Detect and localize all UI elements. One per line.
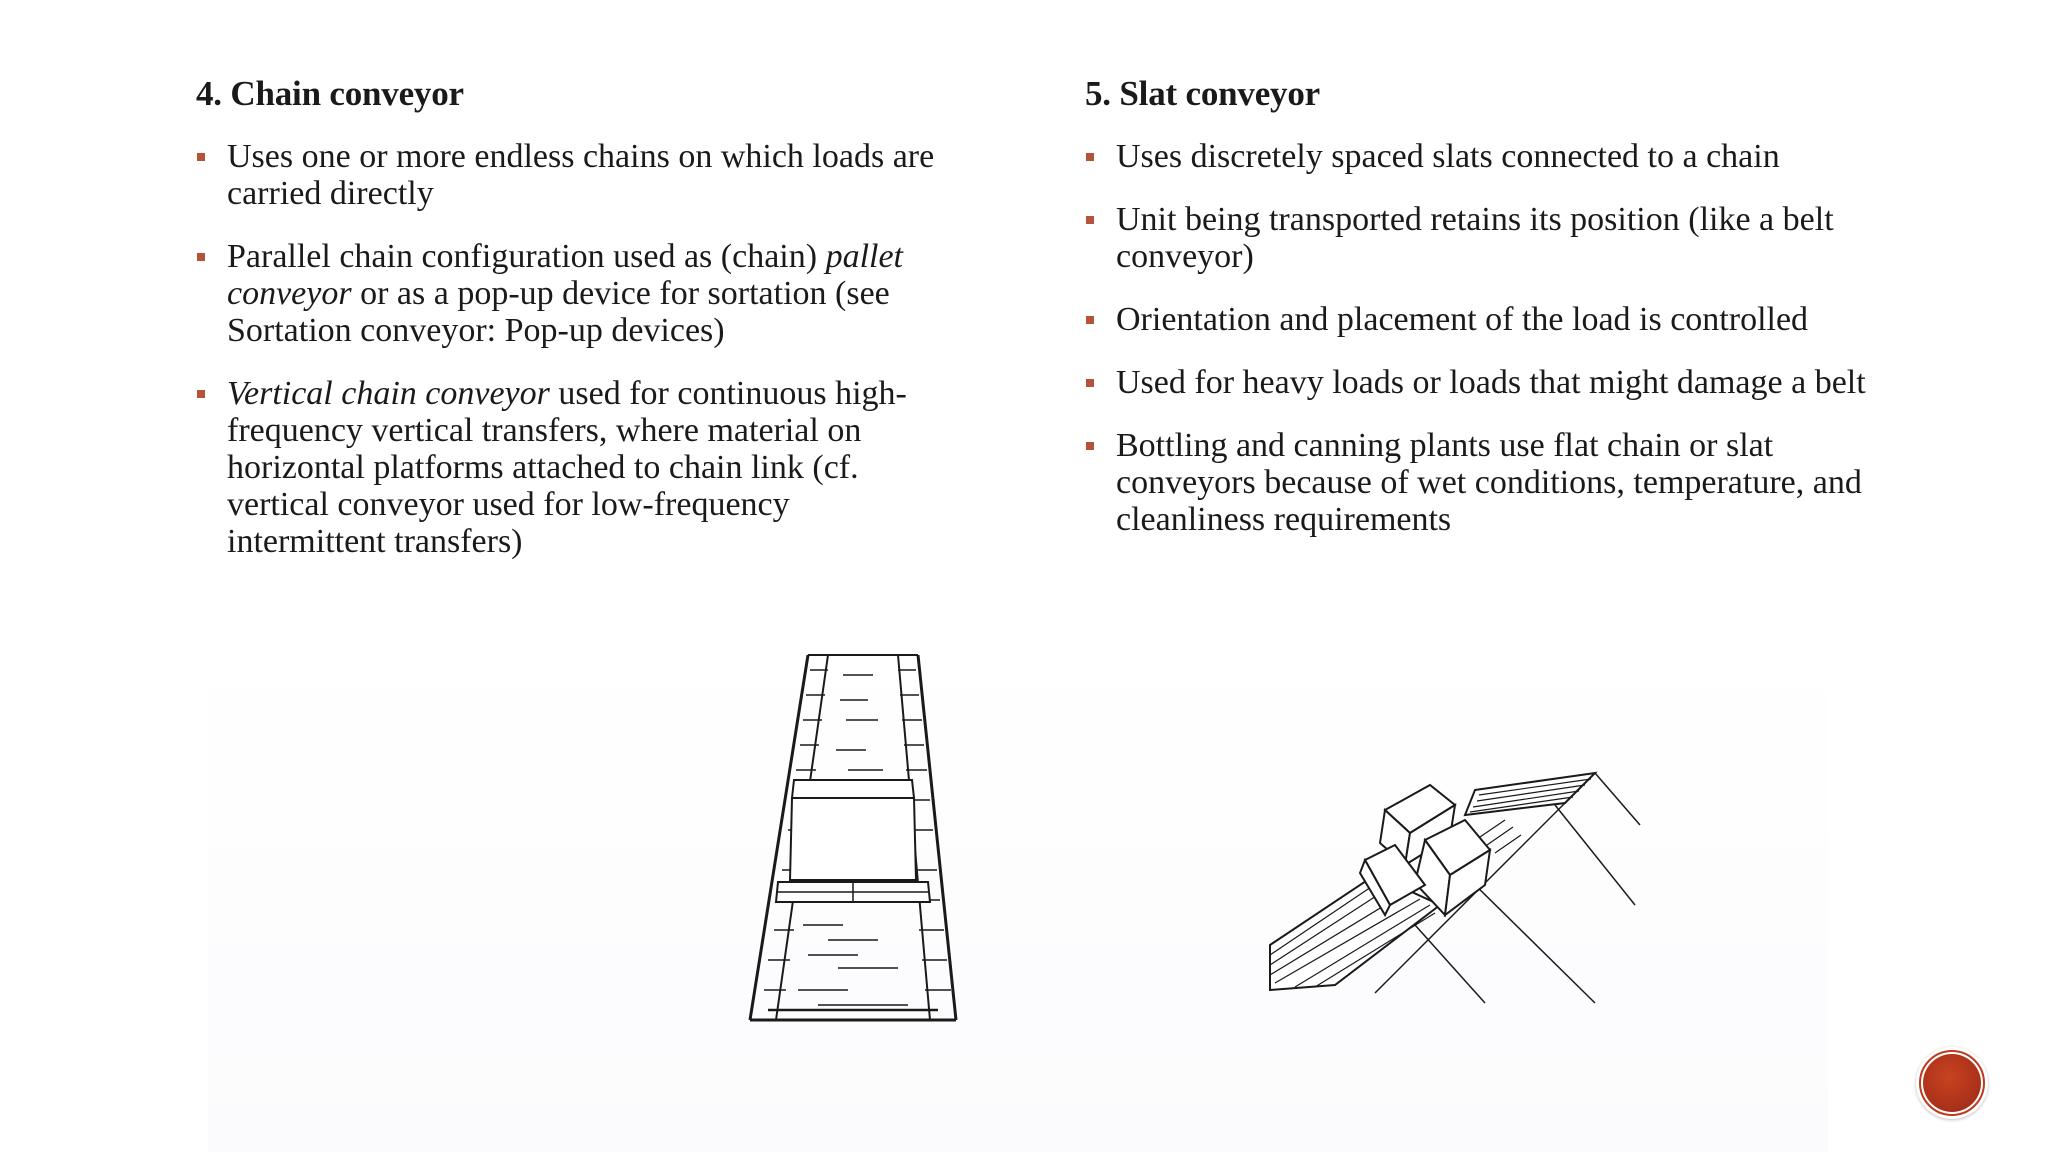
list-item: Orientation and placement of the load is… — [1085, 301, 1875, 338]
list-item: Uses one or more endless chains on which… — [196, 138, 956, 212]
list-item: Uses discretely spaced slats connected t… — [1085, 138, 1875, 175]
chain-conveyor-section: 4. Chain conveyor Uses one or more endle… — [196, 72, 956, 586]
slat-conveyor-illustration-icon — [1265, 765, 1650, 1005]
bullet-text: Uses discretely spaced slats connected t… — [1116, 138, 1780, 175]
list-item: Bottling and canning plants use flat cha… — [1085, 427, 1875, 538]
bullet-marker-icon — [1086, 442, 1094, 450]
slat-conveyor-heading: 5. Slat conveyor — [1085, 74, 1320, 113]
slat-conveyor-section: 5. Slat conveyor Uses discretely spaced … — [1085, 72, 1875, 564]
bullet-text-emphasis: Vertical chain conveyor — [227, 375, 550, 412]
list-item: Unit being transported retains its posit… — [1085, 201, 1875, 275]
slide-nav-button[interactable] — [1916, 1047, 1988, 1119]
bullet-marker-icon — [197, 253, 205, 261]
bullet-marker-icon — [197, 390, 205, 398]
chain-conveyor-heading: 4. Chain conveyor — [196, 74, 464, 113]
slide-nav-circle-icon — [1919, 1050, 1985, 1116]
bullet-text: Used for heavy loads or loads that might… — [1116, 364, 1866, 401]
bullet-text-emphasis: pallet conveyor — [227, 238, 903, 312]
list-item: Parallel chain configuration used as (ch… — [196, 238, 956, 349]
bullet-marker-icon — [1086, 153, 1094, 161]
list-item: Vertical chain conveyor used for continu… — [196, 375, 956, 560]
bullet-marker-icon — [197, 153, 205, 161]
bullet-text: Uses one or more endless chains on which… — [227, 138, 935, 212]
slat-conveyor-bullets: Uses discretely spaced slats connected t… — [1085, 138, 1875, 538]
bullet-text-post: or as a pop-up device for sortation (see… — [227, 275, 890, 349]
bullet-text: Unit being transported retains its posit… — [1116, 201, 1834, 275]
bullet-marker-icon — [1086, 216, 1094, 224]
bullet-text-post: used for continuous high-frequency verti… — [227, 375, 907, 560]
chain-conveyor-bullets: Uses one or more endless chains on which… — [196, 138, 956, 560]
bullet-text: Bottling and canning plants use flat cha… — [1116, 427, 1862, 538]
chain-conveyor-illustration-icon — [748, 650, 958, 1025]
bullet-text: Orientation and placement of the load is… — [1116, 301, 1809, 338]
bullet-marker-icon — [1086, 379, 1094, 387]
bullet-text-pre: Parallel chain configuration used as (ch… — [227, 238, 826, 275]
list-item: Used for heavy loads or loads that might… — [1085, 364, 1875, 401]
bullet-marker-icon — [1086, 316, 1094, 324]
slide-nav-core — [1923, 1054, 1981, 1112]
